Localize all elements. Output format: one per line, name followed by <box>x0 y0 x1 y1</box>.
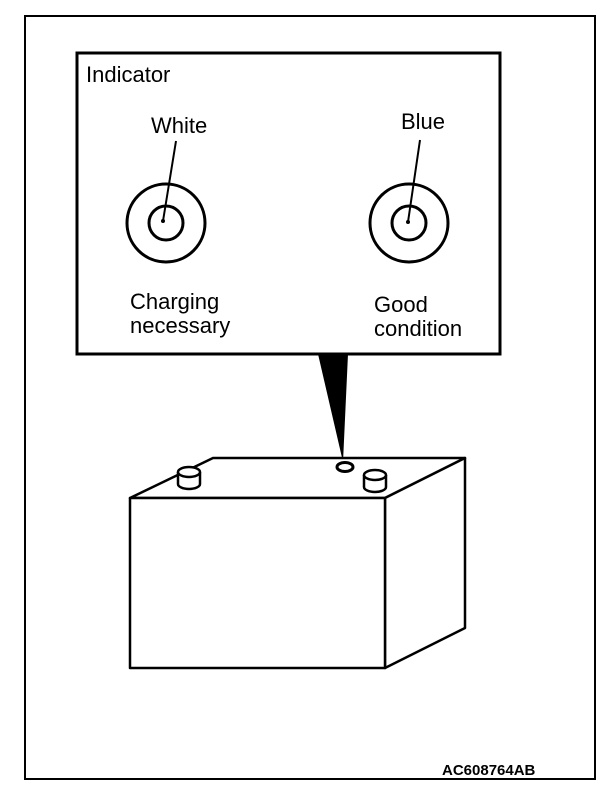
callout-title: Indicator <box>86 62 171 87</box>
good-condition-label: Good condition <box>374 292 463 341</box>
callout-pointer <box>318 354 348 462</box>
figure-code: AC608764AB <box>442 762 536 779</box>
battery-terminal-icon <box>362 468 388 494</box>
callout-box <box>75 51 502 356</box>
white-indicator-icon <box>125 140 207 264</box>
blue-indicator-icon <box>368 139 450 264</box>
battery-terminal-icon <box>176 465 202 491</box>
charging-necessary-label: Charging necessary <box>130 289 231 338</box>
figure-frame <box>24 15 596 780</box>
battery-indicator-icon <box>335 461 355 473</box>
white-label: White <box>151 113 208 138</box>
blue-label: Blue <box>401 109 446 134</box>
battery-icon <box>128 456 467 670</box>
